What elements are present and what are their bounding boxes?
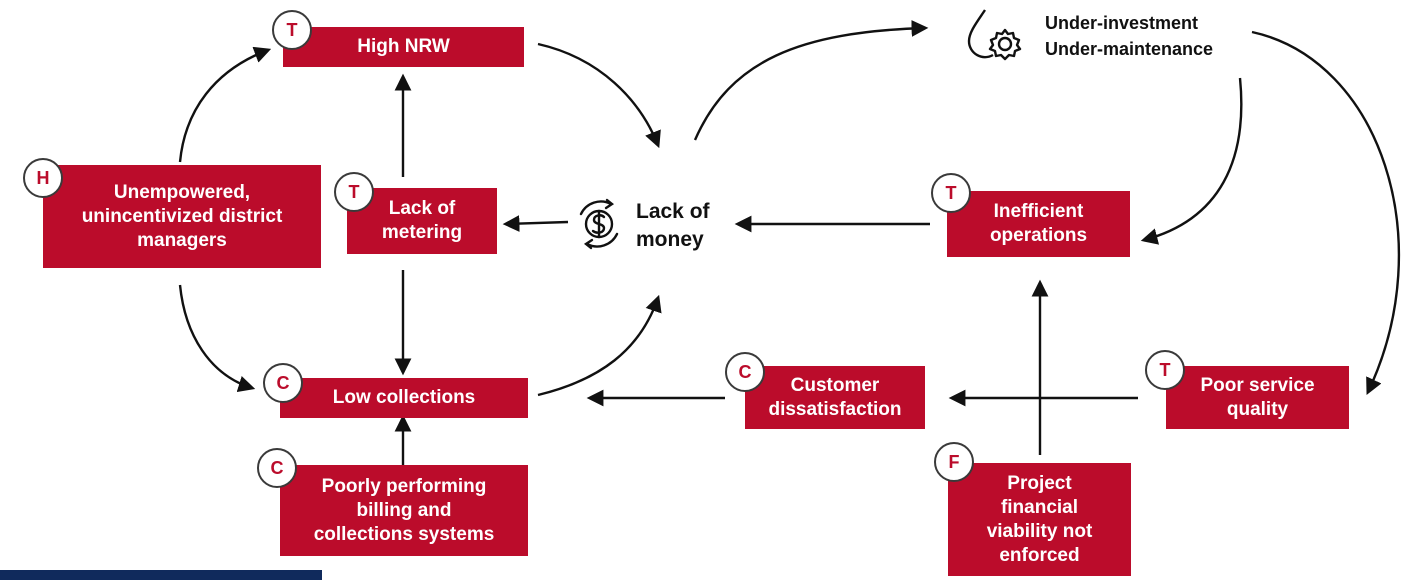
- node-project-viability-label: Project financial viability not enforced: [986, 472, 1093, 566]
- badge-poor-billing: C: [257, 448, 297, 488]
- money-cycle-icon: [579, 198, 619, 250]
- node-unempowered-managers: Unempowered, unincentivized district man…: [43, 165, 321, 268]
- arrow-under-investment-to-poor-service: [1251, 30, 1401, 396]
- footer-bar: [0, 570, 322, 580]
- water-drop-gear-icon: [967, 9, 1022, 61]
- badge-inefficient-operations: T: [931, 173, 971, 213]
- node-unempowered-managers-label: Unempowered, unincentivized district man…: [81, 181, 283, 251]
- node-lack-of-metering-label: Lack of metering: [381, 198, 463, 243]
- node-poor-service-quality: Poor service quality: [1166, 366, 1349, 429]
- node-high-nrw-label: High NRW: [357, 36, 450, 57]
- node-low-collections: Low collections: [280, 378, 528, 418]
- arrow-money-to-under-investment: [693, 20, 929, 141]
- node-inefficient-operations-label: Inefficient operations: [989, 201, 1088, 246]
- badge-lack-of-metering: T: [334, 172, 374, 212]
- arrow-unempowered-to-high-nrw: [178, 46, 272, 163]
- arrow-low-collections-to-money: [537, 294, 662, 397]
- badge-low-collections: C: [263, 363, 303, 403]
- node-project-viability: Project financial viability not enforced: [948, 463, 1131, 576]
- arrow-high-nrw-to-money: [537, 42, 661, 149]
- node-poor-service-quality-label: Poor service quality: [1200, 374, 1315, 420]
- node-high-nrw: High NRW: [283, 27, 524, 67]
- node-under-investment-label: Under-investment Under-maintenance: [1045, 13, 1214, 59]
- node-low-collections-label: Low collections: [332, 387, 476, 408]
- badge-project-viability: F: [934, 442, 974, 482]
- node-lack-of-metering: Lack of metering: [347, 188, 497, 254]
- arrow-under-investment-to-inefficient: [1140, 77, 1243, 245]
- node-lack-of-money-label: Lack of money: [636, 200, 710, 251]
- node-inefficient-operations: Inefficient operations: [947, 191, 1130, 257]
- arrow-unempowered-to-low-collections: [178, 284, 256, 393]
- node-poor-billing-label: Poorly performing billing and collection…: [313, 475, 495, 545]
- badge-high-nrw: T: [272, 10, 312, 50]
- node-poor-billing: Poorly performing billing and collection…: [280, 465, 528, 556]
- arrow-money-to-metering: [502, 215, 569, 232]
- badge-unempowered-managers: H: [23, 158, 63, 198]
- node-customer-dissatisfaction: Customer dissatisfaction: [745, 366, 925, 429]
- badge-poor-service-quality: T: [1145, 350, 1185, 390]
- node-customer-dissatisfaction-label: Customer dissatisfaction: [768, 374, 902, 420]
- badge-customer-dissatisfaction: C: [725, 352, 765, 392]
